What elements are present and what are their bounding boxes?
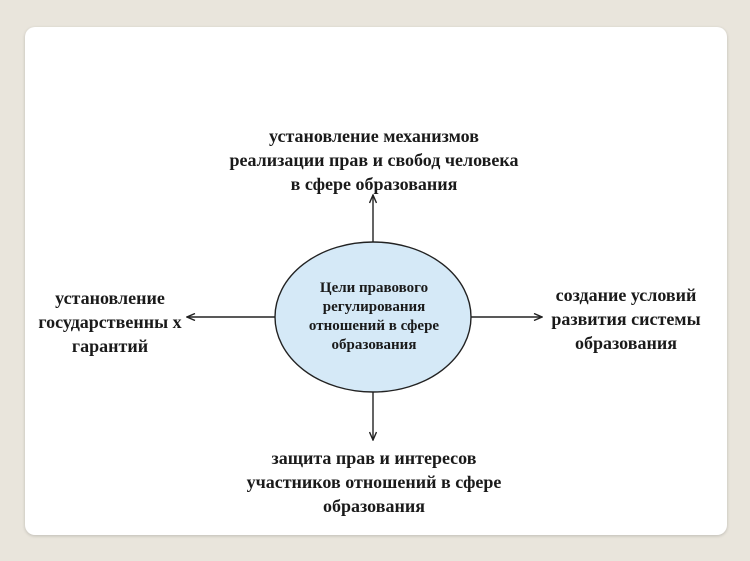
center-goal-container: Цели правового регулирования отношений в… <box>276 243 472 391</box>
center-goal-label: Цели правового регулирования отношений в… <box>308 280 440 353</box>
center-ellipse <box>274 241 472 393</box>
goal-right-label: создание условий развития системы образо… <box>551 285 701 353</box>
goal-left-label: установление государственны х гарантий <box>38 288 182 356</box>
goal-top-label: установление механизмов реализации прав … <box>229 126 519 194</box>
goal-bottom-label: защита прав и интересов участников отнош… <box>246 448 502 516</box>
